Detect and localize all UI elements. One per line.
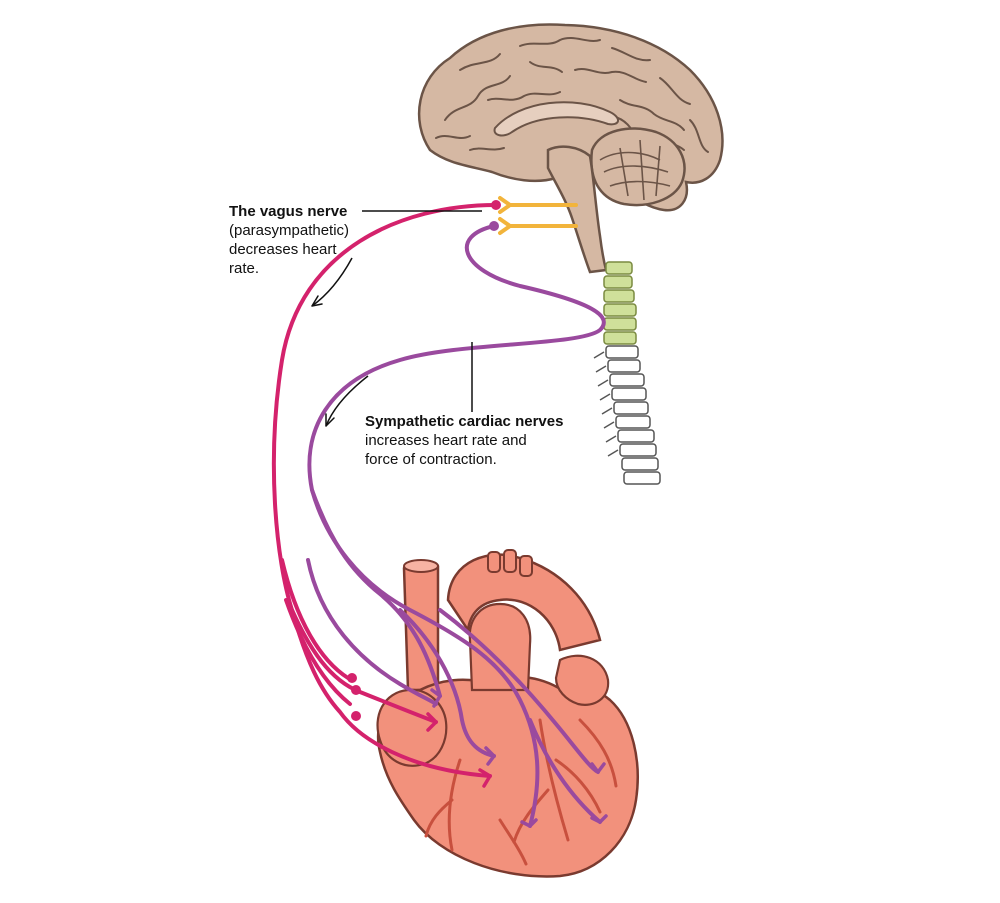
- thoracic-vertebrae: [605, 345, 661, 485]
- sympathetic-nerve-line2: force of contraction.: [365, 451, 497, 468]
- leader-lines: [362, 210, 482, 412]
- vagus-nerve-line2: decreases heart: [229, 241, 337, 258]
- brain: [417, 23, 724, 274]
- curved-arrow-icon: [325, 375, 369, 427]
- vagus-nerve-endpoints: [347, 200, 501, 721]
- brainstem-connectors: [498, 196, 578, 235]
- vagus-nerve-title: The vagus nerve: [229, 203, 348, 220]
- brainstem: [546, 145, 608, 274]
- brain-corpus-callosum: [493, 101, 619, 137]
- curved-arrow-icon: [311, 257, 353, 307]
- heart-pulmonary-trunk: [468, 602, 532, 692]
- brain-folds: [435, 37, 709, 153]
- coronary-vessels: [424, 718, 618, 866]
- heart-vessel-left-top: [403, 559, 439, 573]
- cervical-vertebrae: [603, 261, 637, 345]
- vagus-nerve: [271, 203, 498, 778]
- vertebral-processes: [593, 351, 619, 457]
- aortic-branches: [487, 549, 533, 577]
- spine: [593, 261, 661, 485]
- vagus-nerve-terminals: [426, 712, 492, 788]
- sympathetic-nerve-endpoint: [489, 221, 499, 231]
- vagus-nerve-line1: (parasympathetic): [229, 222, 350, 239]
- heart: [376, 549, 639, 878]
- sympathetic-nerve-label: Sympathetic cardiac nerves increases hea…: [365, 412, 625, 469]
- vagus-nerve-label: The vagus nerve (parasympathetic) decrea…: [229, 202, 389, 278]
- cerebellum: [590, 127, 686, 207]
- sympathetic-nerve-line1: increases heart rate and: [365, 432, 527, 449]
- heart-left-auricle: [554, 654, 610, 706]
- sympathetic-nerve-terminals: [430, 688, 608, 828]
- vagus-nerve-line3: rate.: [229, 260, 260, 277]
- sympathetic-nerve-title: Sympathetic cardiac nerves: [365, 413, 564, 430]
- sympathetic-nerve: [306, 224, 606, 828]
